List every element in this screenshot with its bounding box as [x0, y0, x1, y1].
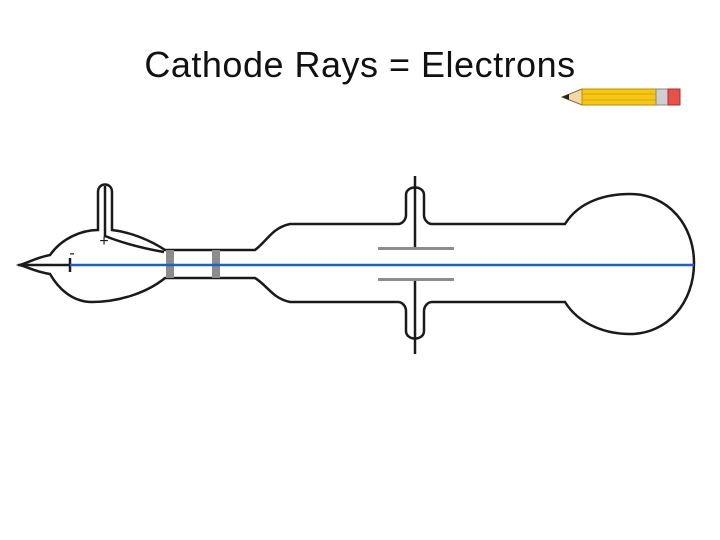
lower-deflection-plate	[378, 278, 454, 281]
cathode-sign: -	[69, 245, 74, 262]
slide-title: Cathode Rays = Electrons	[144, 44, 576, 85]
tube-outline	[15, 183, 696, 340]
anode-lead	[103, 186, 165, 254]
slide-title-container: Cathode Rays = Electrons	[0, 44, 720, 86]
anode-sign: +	[99, 233, 108, 250]
pencil-icon	[560, 88, 681, 106]
upper-deflection-plate	[378, 247, 454, 250]
